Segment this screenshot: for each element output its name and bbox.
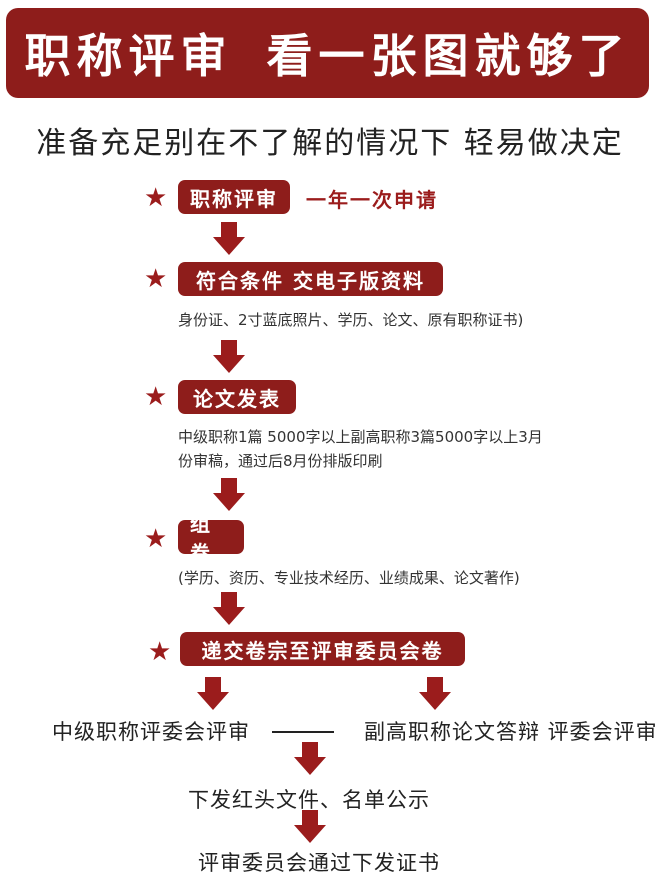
star-icon: ★ (144, 382, 168, 412)
down-arrow-icon (418, 677, 452, 711)
down-arrow-icon (212, 340, 246, 374)
down-arrow-icon (196, 677, 230, 711)
down-arrow-icon (293, 742, 327, 776)
banner-title-right: 看一张图就够了 (266, 29, 631, 83)
final-step-1: 下发红头文件、名单公示 (188, 788, 430, 812)
star-icon: ★ (144, 264, 168, 294)
branch-right-text: 副高职称论文答辩 评委会评审 (364, 720, 658, 744)
down-arrow-icon (293, 810, 327, 844)
down-arrow-icon (212, 478, 246, 512)
down-arrow-icon (212, 222, 246, 256)
step-3-desc-line2: 份审稿，通过后8月份排版印刷 (178, 452, 383, 470)
step-1-note: 一年一次申请 (306, 188, 438, 212)
subtitle: 准备充足别在不了解的情况下 轻易做决定 (36, 126, 624, 161)
star-icon: ★ (148, 637, 172, 667)
step-3-label: 论文发表 (178, 380, 296, 414)
branch-left-text: 中级职称评委会评审 (52, 720, 250, 744)
branch-connector-line (272, 731, 334, 733)
step-4-label: 组卷 (178, 512, 244, 565)
step-5-label: 递交卷宗至评审委员会卷 (180, 632, 465, 666)
step-4-desc: (学历、资历、专业技术经历、业绩成果、论文著作) (178, 569, 520, 587)
step-1-label: 职称评审 (178, 180, 290, 214)
step-3-desc-line1: 中级职称1篇 5000字以上副高职称3篇5000字以上3月 (178, 428, 543, 446)
step-2-label: 符合条件 交电子版资料 (178, 262, 443, 296)
banner-title-left: 职称评审 (24, 29, 233, 83)
star-icon: ★ (144, 524, 168, 554)
final-step-2: 评审委员会通过下发证书 (198, 851, 440, 875)
star-icon: ★ (144, 183, 168, 213)
title-banner: 职称评审 看一张图就够了 (6, 8, 649, 98)
down-arrow-icon (212, 592, 246, 626)
step-2-desc: 身份证、2寸蓝底照片、学历、论文、原有职称证书) (178, 311, 524, 329)
